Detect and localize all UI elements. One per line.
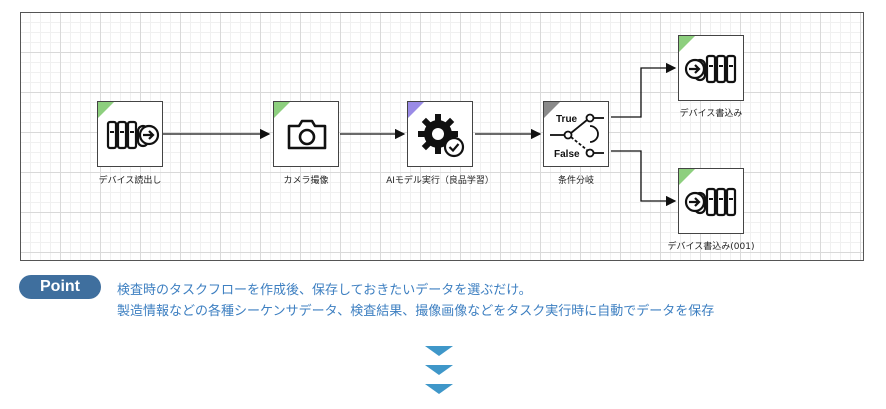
node-label-condition: 条件分岐: [557, 176, 595, 186]
device-write-icon: [684, 54, 737, 84]
node-camera[interactable]: [273, 101, 339, 167]
point-description-line-1: 検査時のタスクフローを作成後、保存しておきたいデータを選ぶだけ。: [117, 283, 532, 298]
category-marker: [679, 36, 695, 52]
connector-true-write: [611, 62, 677, 118]
device-write-icon: [684, 187, 737, 217]
node-device-write[interactable]: [678, 35, 744, 101]
camera-icon: [287, 119, 327, 150]
node-condition[interactable]: True False: [543, 101, 609, 167]
category-marker: [408, 102, 424, 118]
node-label-device-write-001: デバイス書込み(001): [667, 242, 755, 252]
gear-check-icon: [418, 114, 465, 158]
chevron-down-icon: [425, 365, 453, 375]
node-label-device-read: デバイス読出し: [98, 176, 162, 186]
category-marker: [544, 102, 560, 118]
point-description-line-2: 製造情報などの各種シーケンサデータ、検査結果、撮像画像などをタスク実行時に自動で…: [117, 304, 715, 319]
node-label-camera: カメラ撮像: [283, 176, 329, 186]
chevron-down-icon: [425, 346, 453, 356]
true-label: True: [556, 114, 578, 125]
node-device-write-001[interactable]: [678, 168, 744, 234]
connector-false-write001: [611, 150, 677, 207]
category-marker: [679, 169, 695, 185]
flow-connectors: [163, 62, 677, 207]
branch-switch-icon: True False: [550, 113, 604, 160]
category-marker: [274, 102, 290, 118]
node-device-read[interactable]: [97, 101, 163, 167]
device-read-icon: [106, 120, 160, 150]
chevron-down-icon: [425, 384, 453, 394]
node-ai-model[interactable]: [407, 101, 473, 167]
flow-canvas[interactable]: デバイス読出し カメラ撮像: [20, 12, 864, 261]
point-badge: Point: [19, 275, 101, 299]
category-marker: [98, 102, 114, 118]
node-label-ai-model: AIモデル実行（良品学習）: [386, 176, 494, 186]
node-label-device-write: デバイス書込み: [679, 109, 743, 119]
false-label: False: [554, 149, 580, 160]
